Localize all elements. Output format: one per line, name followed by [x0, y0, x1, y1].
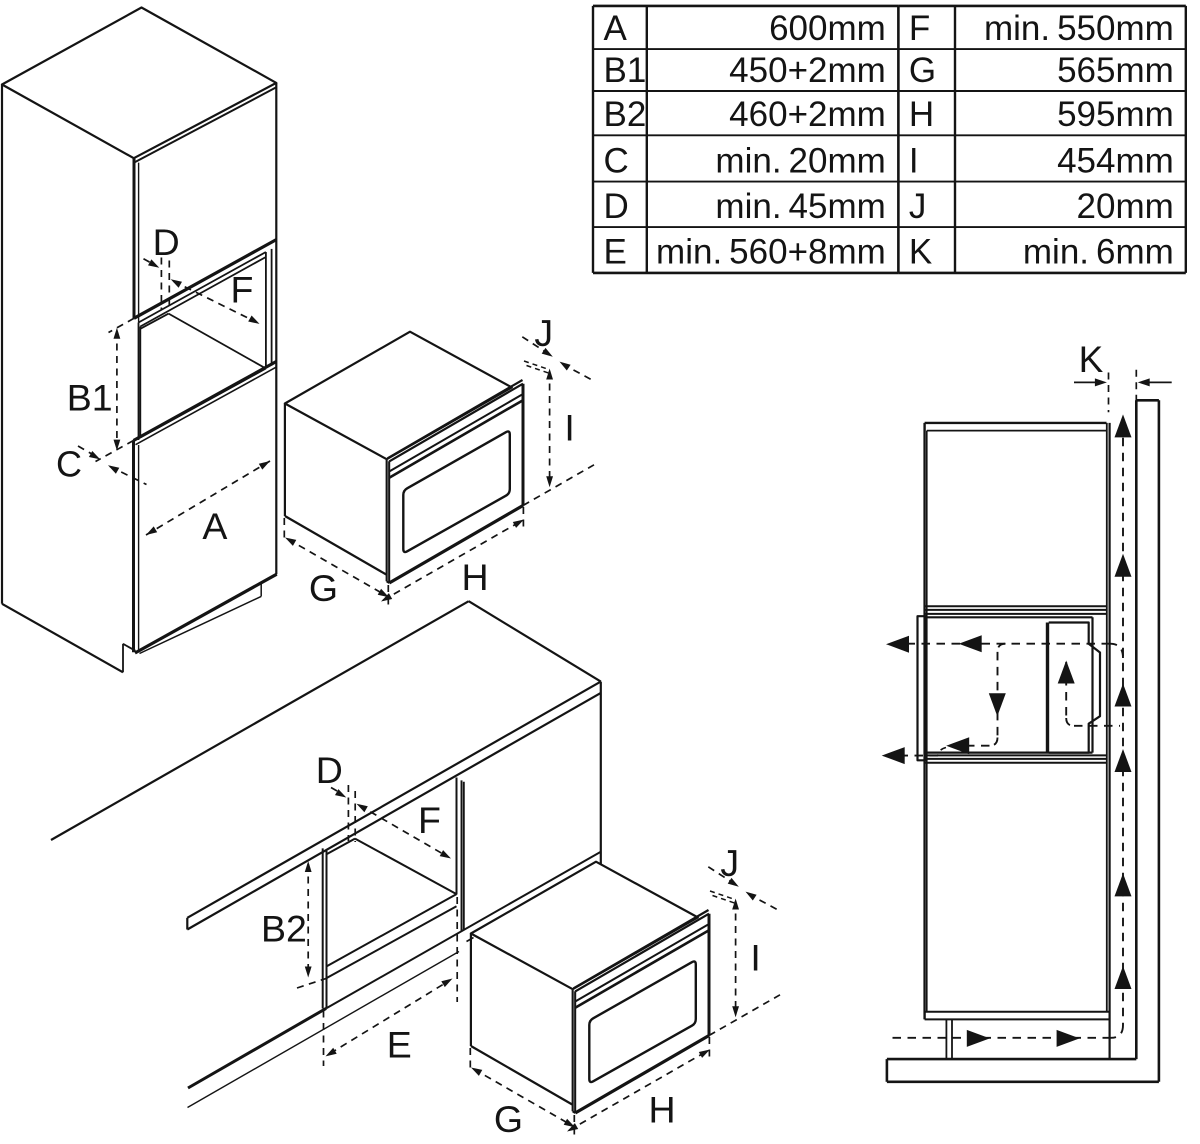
svg-text:B1: B1	[604, 51, 647, 90]
svg-text:G: G	[909, 51, 936, 90]
svg-text:min. 6mm: min. 6mm	[1023, 233, 1174, 272]
svg-text:F: F	[231, 269, 254, 311]
svg-text:B1: B1	[67, 377, 113, 419]
svg-text:K: K	[1079, 339, 1104, 380]
svg-text:A: A	[202, 505, 227, 547]
svg-text:H: H	[909, 95, 934, 134]
svg-text:D: D	[316, 749, 343, 791]
svg-text:595mm: 595mm	[1057, 95, 1174, 134]
svg-text:G: G	[494, 1098, 523, 1140]
svg-text:min. 560+8mm: min. 560+8mm	[656, 233, 886, 272]
svg-text:min. 45mm: min. 45mm	[715, 187, 885, 226]
svg-text:J: J	[720, 842, 739, 884]
svg-text:min. 20mm: min. 20mm	[715, 141, 885, 180]
svg-text:460+2mm: 460+2mm	[729, 95, 886, 134]
svg-text:F: F	[418, 799, 441, 841]
svg-text:I: I	[750, 937, 760, 979]
svg-text:H: H	[648, 1088, 675, 1130]
svg-text:F: F	[909, 9, 930, 48]
svg-text:D: D	[604, 187, 629, 226]
svg-text:E: E	[387, 1023, 412, 1065]
svg-text:B2: B2	[261, 907, 307, 949]
svg-text:450+2mm: 450+2mm	[729, 51, 886, 90]
svg-text:H: H	[461, 556, 488, 598]
svg-text:J: J	[909, 187, 927, 226]
svg-text:E: E	[604, 233, 627, 272]
svg-text:D: D	[153, 221, 180, 263]
svg-text:I: I	[564, 407, 574, 449]
svg-text:C: C	[56, 444, 82, 485]
svg-text:K: K	[909, 233, 932, 272]
svg-text:20mm: 20mm	[1077, 187, 1174, 226]
svg-text:565mm: 565mm	[1057, 51, 1174, 90]
svg-text:A: A	[604, 9, 628, 48]
svg-text:I: I	[909, 141, 919, 180]
svg-text:C: C	[604, 141, 629, 180]
svg-text:454mm: 454mm	[1057, 141, 1174, 180]
svg-text:J: J	[534, 312, 553, 354]
svg-text:G: G	[309, 567, 338, 609]
svg-text:600mm: 600mm	[769, 9, 886, 48]
svg-text:B2: B2	[604, 95, 647, 134]
svg-text:min. 550mm: min. 550mm	[984, 9, 1174, 48]
